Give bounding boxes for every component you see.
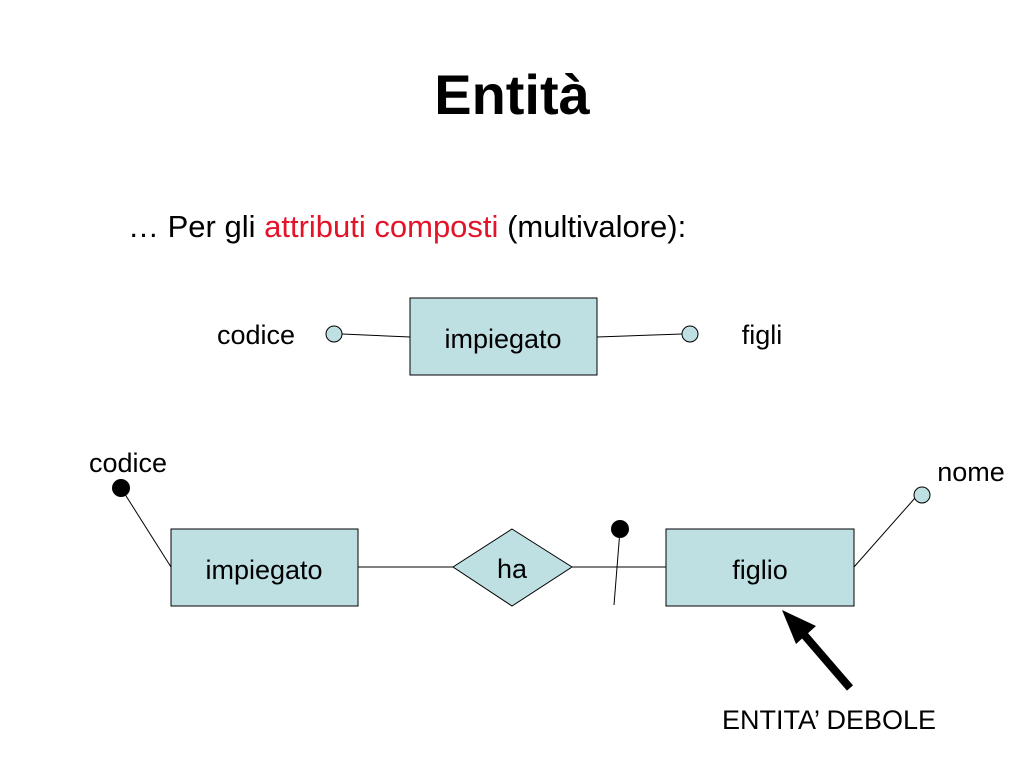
right-attribute-label: nome [937,457,1005,487]
weak-entity-box[interactable] [665,528,855,607]
top-entity-label: impiegato [444,324,561,354]
weak-entity-arrow-shaft [796,627,854,691]
right-attribute-connector [853,497,916,568]
subtitle-highlight: attributi composti [264,209,499,244]
weak-entity-annotation: ENTITA’ DEBOLE [722,705,936,735]
left-entity-label: impiegato [205,555,322,585]
top-left-attribute-label: codice [217,320,295,350]
external-identifier-dot [611,520,629,538]
left-entity-box[interactable] [170,528,359,607]
left-key-attribute-label: codice [89,448,167,478]
subtitle-prefix: … Per gli [128,209,256,244]
left-key-attribute-connector [120,487,172,568]
slide-subtitle: … Per gli attributi composti (multivalor… [128,205,686,249]
top-right-attribute-circle [681,325,699,343]
top-left-attribute-circle [325,325,343,343]
subtitle-suffix: (multivalore): [507,209,687,244]
relationship-label: ha [497,554,528,584]
slide-title: Entità [434,63,590,126]
right-attribute-circle [913,486,931,504]
weak-entity-arrow-head [782,610,816,644]
relationship-diamond[interactable] [452,528,573,607]
weak-entity-label: figlio [732,555,788,585]
top-entity-box[interactable] [409,297,598,376]
top-right-attribute-label: figli [742,320,783,350]
left-key-attribute-dot [112,479,130,497]
top-right-attribute-connector [596,333,683,338]
top-left-attribute-connector [341,333,411,338]
external-identifier-bar [613,529,621,606]
